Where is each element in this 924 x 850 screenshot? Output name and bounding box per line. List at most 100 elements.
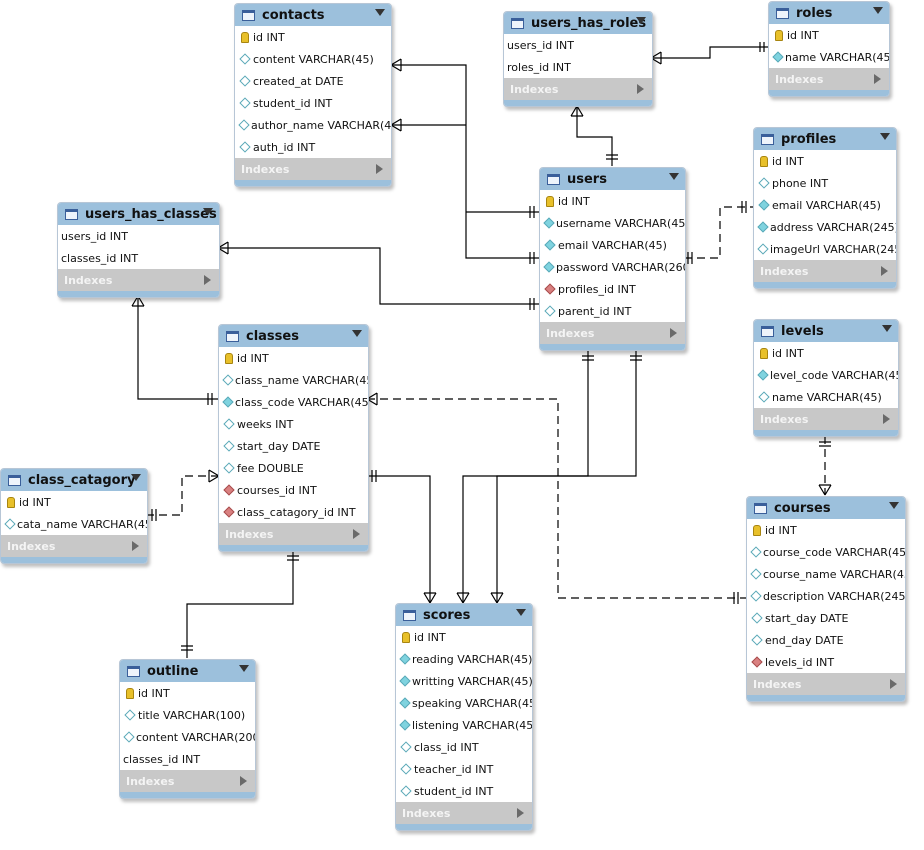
column-row[interactable]: password VARCHAR(260) (540, 256, 685, 278)
column-row[interactable]: description VARCHAR(245) (747, 585, 905, 607)
column-row[interactable]: classes_id INT (120, 748, 255, 770)
indexes-section[interactable]: Indexes (540, 322, 685, 344)
column-row[interactable]: id INT (120, 682, 255, 704)
column-row[interactable]: parent_id INT (540, 300, 685, 322)
column-row[interactable]: teacher_id INT (396, 758, 532, 780)
column-row[interactable]: student_id INT (235, 92, 391, 114)
collapse-arrow-icon[interactable] (203, 208, 213, 215)
column-row[interactable]: name VARCHAR(45) (769, 46, 889, 68)
expand-arrow-icon[interactable] (883, 414, 890, 424)
collapse-arrow-icon[interactable] (131, 474, 141, 481)
column-row[interactable]: start_day DATE (219, 435, 368, 457)
column-row[interactable]: id INT (1, 491, 147, 513)
collapse-arrow-icon[interactable] (239, 665, 249, 672)
column-row[interactable]: weeks INT (219, 413, 368, 435)
expand-arrow-icon[interactable] (670, 328, 677, 338)
column-row[interactable]: created_at DATE (235, 70, 391, 92)
column-row[interactable]: imageUrl VARCHAR(245) (754, 238, 896, 260)
expand-arrow-icon[interactable] (353, 529, 360, 539)
column-row[interactable]: author_name VARCHAR(45) (235, 114, 391, 136)
column-row[interactable]: writting VARCHAR(45) (396, 670, 532, 692)
column-row[interactable]: course_name VARCHAR(45) (747, 563, 905, 585)
indexes-section[interactable]: Indexes (747, 673, 905, 695)
column-row[interactable]: level_code VARCHAR(45) (754, 364, 898, 386)
column-row[interactable]: name VARCHAR(45) (754, 386, 898, 408)
column-row[interactable]: id INT (747, 519, 905, 541)
collapse-arrow-icon[interactable] (636, 17, 646, 24)
expand-arrow-icon[interactable] (637, 84, 644, 94)
column-row[interactable]: course_code VARCHAR(45) (747, 541, 905, 563)
expand-arrow-icon[interactable] (240, 776, 247, 786)
column-row[interactable]: id INT (219, 347, 368, 369)
indexes-section[interactable]: Indexes (1, 535, 147, 557)
collapse-arrow-icon[interactable] (516, 609, 526, 616)
column-row[interactable]: classes_id INT (58, 247, 219, 269)
column-row[interactable]: class_catagory_id INT (219, 501, 368, 523)
table-header[interactable]: roles (769, 2, 889, 24)
column-row[interactable]: content VARCHAR(200) (120, 726, 255, 748)
column-row[interactable]: class_name VARCHAR(45) (219, 369, 368, 391)
expand-arrow-icon[interactable] (376, 164, 383, 174)
table-header[interactable]: classes (219, 325, 368, 347)
expand-arrow-icon[interactable] (874, 74, 881, 84)
column-row[interactable]: profiles_id INT (540, 278, 685, 300)
column-row[interactable]: users_id INT (504, 34, 652, 56)
column-row[interactable]: address VARCHAR(245) (754, 216, 896, 238)
indexes-section[interactable]: Indexes (396, 802, 532, 824)
indexes-section[interactable]: Indexes (754, 260, 896, 282)
column-row[interactable]: cata_name VARCHAR(45) (1, 513, 147, 535)
expand-arrow-icon[interactable] (204, 275, 211, 285)
column-row[interactable]: levels_id INT (747, 651, 905, 673)
column-row[interactable]: users_id INT (58, 225, 219, 247)
column-row[interactable]: student_id INT (396, 780, 532, 802)
indexes-section[interactable]: Indexes (769, 68, 889, 90)
table-header[interactable]: contacts (235, 4, 391, 26)
column-row[interactable]: class_id INT (396, 736, 532, 758)
column-row[interactable]: title VARCHAR(100) (120, 704, 255, 726)
column-row[interactable]: speaking VARCHAR(45) (396, 692, 532, 714)
column-row[interactable]: username VARCHAR(45) (540, 212, 685, 234)
column-row[interactable]: email VARCHAR(45) (540, 234, 685, 256)
collapse-arrow-icon[interactable] (882, 325, 892, 332)
column-row[interactable]: id INT (396, 626, 532, 648)
column-row[interactable]: id INT (540, 190, 685, 212)
indexes-section[interactable]: Indexes (754, 408, 898, 430)
column-row[interactable]: id INT (769, 24, 889, 46)
column-row[interactable]: auth_id INT (235, 136, 391, 158)
column-row[interactable]: start_day DATE (747, 607, 905, 629)
collapse-arrow-icon[interactable] (880, 133, 890, 140)
table-header[interactable]: scores (396, 604, 532, 626)
collapse-arrow-icon[interactable] (873, 7, 883, 14)
indexes-section[interactable]: Indexes (58, 269, 219, 291)
collapse-arrow-icon[interactable] (889, 502, 899, 509)
column-row[interactable]: id INT (235, 26, 391, 48)
column-row[interactable]: class_code VARCHAR(45) (219, 391, 368, 413)
column-row[interactable]: email VARCHAR(45) (754, 194, 896, 216)
table-header[interactable]: courses (747, 497, 905, 519)
indexes-section[interactable]: Indexes (120, 770, 255, 792)
table-header[interactable]: profiles (754, 128, 896, 150)
column-row[interactable]: id INT (754, 150, 896, 172)
column-row[interactable]: id INT (754, 342, 898, 364)
indexes-section[interactable]: Indexes (235, 158, 391, 180)
collapse-arrow-icon[interactable] (352, 330, 362, 337)
table-header[interactable]: levels (754, 320, 898, 342)
expand-arrow-icon[interactable] (890, 679, 897, 689)
column-row[interactable]: roles_id INT (504, 56, 652, 78)
indexes-section[interactable]: Indexes (219, 523, 368, 545)
table-header[interactable]: users (540, 168, 685, 190)
column-row[interactable]: listening VARCHAR(45) (396, 714, 532, 736)
column-row[interactable]: end_day DATE (747, 629, 905, 651)
expand-arrow-icon[interactable] (132, 541, 139, 551)
column-row[interactable]: reading VARCHAR(45) (396, 648, 532, 670)
